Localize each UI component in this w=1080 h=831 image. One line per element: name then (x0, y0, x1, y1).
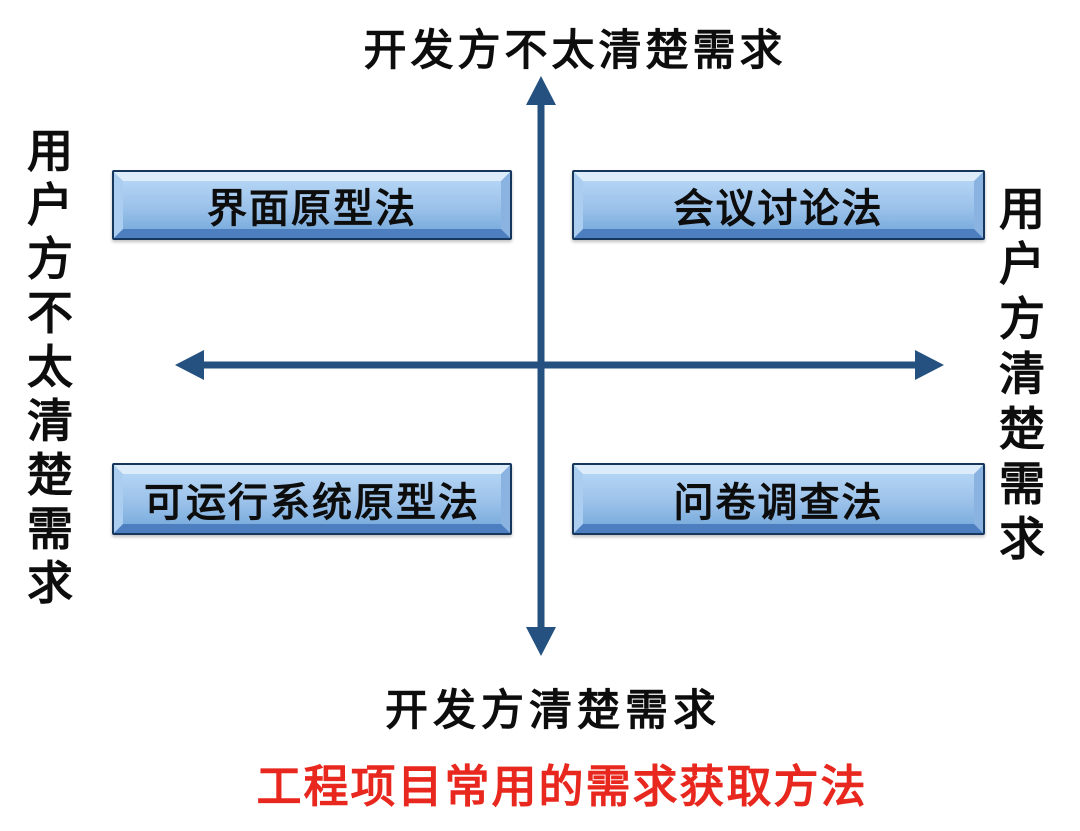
quadrant-box-top-right: 会议讨论法 (572, 170, 985, 240)
quadrant-box-top-right-label: 会议讨论法 (673, 187, 884, 231)
quadrant-box-top-left-label: 界面原型法 (207, 187, 417, 231)
axis-arrowhead-left-icon (175, 350, 204, 380)
box-bevel: 会议讨论法 (574, 172, 983, 238)
quadrant-box-bottom-left: 可运行系统原型法 (112, 463, 512, 535)
axis-arrowhead-up-icon (526, 76, 556, 105)
box-bevel: 可运行系统原型法 (114, 465, 510, 533)
axis-label-right: 用户方清楚需求 (999, 183, 1045, 565)
quadrant-box-bottom-right: 问卷调查法 (572, 463, 985, 535)
axis-arrowhead-down-icon (526, 627, 556, 656)
axis-arrowhead-right-icon (915, 350, 944, 380)
box-bevel: 问卷调查法 (574, 465, 983, 533)
axis-label-top: 开发方不太清楚需求 (363, 27, 787, 75)
quadrant-box-bottom-right-label: 问卷调查法 (673, 481, 884, 525)
quadrant-box-top-left: 界面原型法 (112, 170, 512, 240)
axis-label-bottom: 开发方清楚需求 (385, 687, 721, 735)
box-bevel: 界面原型法 (114, 172, 510, 238)
quadrant-box-bottom-left-label: 可运行系统原型法 (144, 481, 480, 525)
axis-label-left: 用户方不太清楚需求 (27, 125, 73, 609)
diagram-title: 工程项目常用的需求获取方法 (256, 761, 868, 812)
